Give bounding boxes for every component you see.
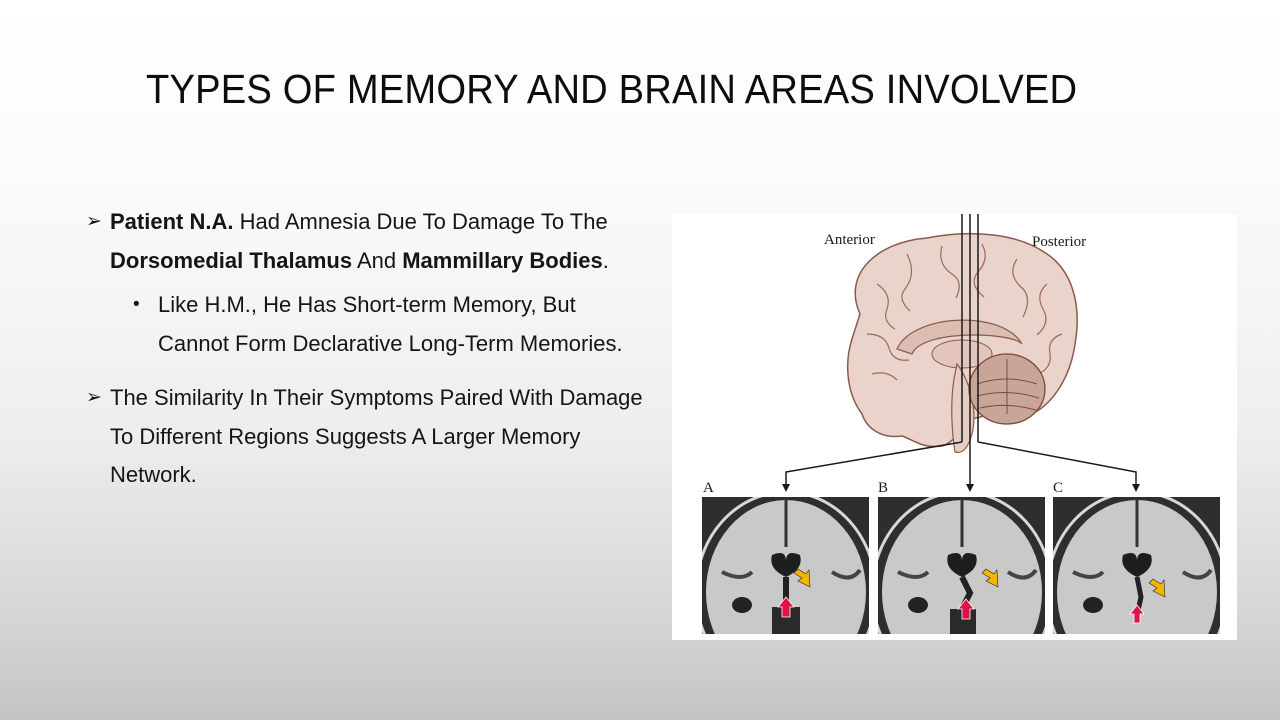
mri-coronal-a: [702, 497, 869, 634]
red-arrow-icon: [777, 596, 795, 618]
mri-scan-b: 580: [878, 497, 1045, 634]
cerebellum-folia: [976, 359, 1040, 414]
panel-letter-b: B: [878, 480, 889, 496]
panel-letter-a: A: [703, 480, 714, 496]
corpus-callosum: [896, 319, 1023, 355]
bullet-similarity: ➢ The Similarity In Their Symptoms Paire…: [86, 379, 646, 495]
body-text: And: [352, 247, 403, 273]
panel-letter-c: C: [1053, 480, 1064, 496]
slide-body: ➢ Patient N.A. Had Amnesia Due To Damage…: [86, 203, 646, 495]
body-text: .: [602, 247, 609, 273]
yellow-arrow-icon: [793, 568, 811, 588]
body-text: The Similarity In Their Symptoms Paired …: [110, 385, 643, 487]
bold-text: Dorsomedial Thalamus: [110, 247, 353, 273]
body-text: Like H.M., He Has Short-term Memory, But…: [158, 292, 623, 356]
bullet-patient-na: ➢ Patient N.A. Had Amnesia Due To Damage…: [86, 203, 646, 280]
pointer-arrowheads: [782, 484, 1140, 492]
yellow-arrow-icon: [1148, 578, 1166, 598]
slide-title: TYPES OF MEMORY AND BRAIN AREAS INVOLVED: [146, 66, 1078, 112]
body-text: Had Amnesia Due To Damage To The: [233, 209, 608, 234]
bold-text: Mammillary Bodies: [402, 247, 603, 273]
red-arrow-icon: [957, 598, 975, 620]
red-arrow-icon: [1129, 604, 1145, 624]
mri-scan-c: 580: [1053, 497, 1220, 634]
mri-coronal-c: [1053, 497, 1220, 634]
slice-lines: [785, 214, 1137, 486]
yellow-arrow-icon: [981, 568, 999, 588]
arrow-bullet-icon: ➢: [86, 211, 102, 232]
anterior-label: Anterior: [824, 232, 875, 248]
brain-sagittal-illustration: [782, 214, 1140, 492]
mri-scan-a: 580: [702, 497, 869, 634]
mri-coronal-b: [878, 497, 1045, 634]
posterior-label: Posterior: [1032, 234, 1087, 250]
sub-bullet-like-hm: • Like H.M., He Has Short-term Memory, B…: [86, 286, 646, 363]
brain-figure: Anterior Posterior A B C 580: [672, 214, 1237, 640]
bold-text: Patient N.A.: [110, 209, 234, 234]
dot-bullet-icon: •: [133, 294, 140, 315]
arrow-bullet-icon: ➢: [86, 387, 102, 408]
